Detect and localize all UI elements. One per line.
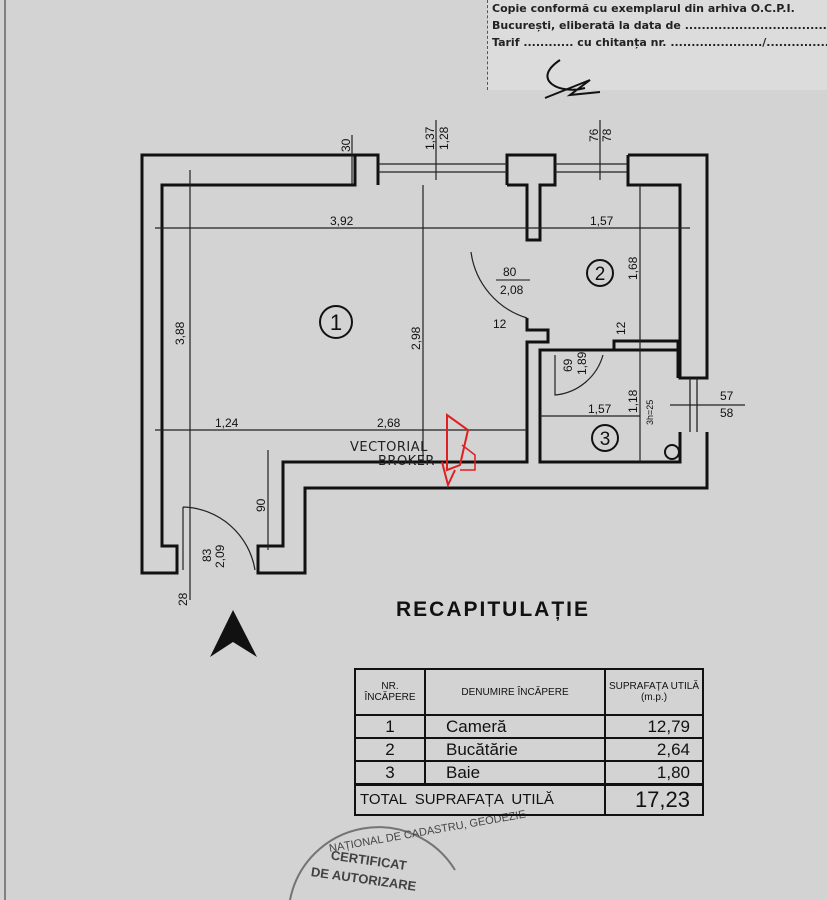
room-nr: 3 [354,760,426,786]
table-row: 2 Bucătărie 2,64 [354,737,704,762]
certification-note: Copie conformă cu exemplarul din arhiva … [487,0,827,90]
note-line: București, eliberată la data de ........… [492,19,827,32]
watermark-text: VECTORIAL BROKER [350,441,435,469]
dim-label: 12 [493,317,507,331]
total-value: 17,23 [604,783,704,816]
room-markers: 1 2 3 [319,259,619,452]
total-label: TOTAL SUPRAFAȚA UTILĂ [354,783,606,816]
col-header: SUPRAFAȚA UTILĂ (m.p.) [604,668,704,716]
col-header: DENUMIRE ÎNCĂPERE [424,668,606,716]
dim-label: 2,09 [213,544,227,568]
dim-label: 2,68 [377,416,401,430]
total-row: TOTAL SUPRAFAȚA UTILĂ 17,23 [354,783,704,816]
dimension-lines [155,120,745,600]
watermark-line: VECTORIAL [350,440,428,455]
note-line: Copie conformă cu exemplarul din arhiva … [492,2,795,15]
watermark-logo [441,413,476,488]
north-arrow-icon [210,610,257,657]
dim-label: 1,57 [588,402,612,416]
room-area: 2,64 [604,737,704,762]
room-nr: 2 [354,737,426,762]
dim-label: 1,57 [590,214,614,228]
dim-label: 3,88 [173,321,187,345]
room-name: Bucătărie [424,737,606,762]
room-nr: 1 [354,714,426,739]
summary-title: RECAPITULAȚIE [396,598,590,621]
room-area: 12,79 [604,714,704,739]
dim-label: 78 [600,128,614,142]
dim-label: 57 [720,389,734,403]
dim-label: 1,68 [626,256,640,280]
dim-label: 58 [720,406,734,420]
dim-label: 2,08 [500,283,524,297]
room-number: 1 [330,310,342,335]
room-area: 1,80 [604,760,704,786]
dim-label: 1,18 [626,389,640,413]
windows [378,163,698,432]
room-name: Cameră [424,714,606,739]
dimension-labels: 30 1,37 1,28 76 78 3,92 1,57 1,68 80 2,0… [173,126,734,606]
dim-label: 3h=25 [645,400,655,425]
room-name: Baie [424,760,606,786]
dim-label: 1,37 [423,126,437,150]
dim-label: 1,28 [437,126,451,150]
room-number: 3 [600,429,611,450]
dim-label: 1,89 [575,351,589,375]
col-header: NR. ÎNCĂPERE [354,668,426,716]
table-row: 1 Cameră 12,79 [354,714,704,739]
watermark-line: BROKER [378,454,435,469]
dim-label: 69 [561,358,575,372]
dim-label: 1,24 [215,416,239,430]
signature [544,59,601,99]
table-row: 3 Baie 1,80 [354,760,704,786]
cadastre-stamp: NAȚIONAL DE CADASTRU, GEODEZIE CERTIFICA… [289,809,527,900]
summary-table: NR. ÎNCĂPERE DENUMIRE ÎNCĂPERE SUPRAFAȚA… [354,668,704,816]
dim-label: 12 [614,321,628,335]
dim-label: 28 [176,592,190,606]
note-line: Tarif ............ cu chitanța nr. .....… [492,36,827,49]
dim-label: 2,98 [409,326,423,350]
dim-label: 3,92 [330,214,354,228]
walls [140,153,709,575]
dim-label: 76 [587,128,601,142]
room-number: 2 [595,264,606,285]
dim-label: 83 [200,548,214,562]
dim-label: 80 [503,265,517,279]
dim-label: 90 [254,498,268,512]
dim-label: 30 [339,138,353,152]
table-header: NR. ÎNCĂPERE DENUMIRE ÎNCĂPERE SUPRAFAȚA… [354,668,704,716]
